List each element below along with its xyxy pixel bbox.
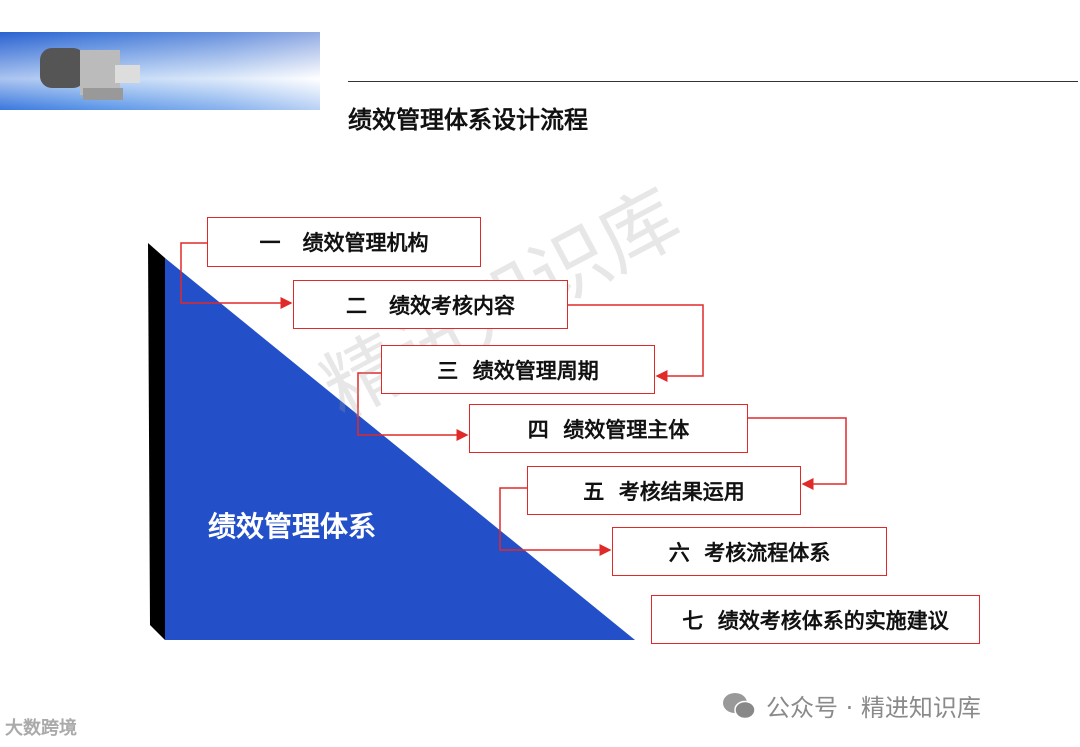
step-box-2: 二 绩效考核内容: [293, 280, 568, 329]
wechat-icon: [723, 692, 756, 719]
step-box-4: 四 绩效管理主体: [469, 404, 748, 453]
brand-text: 大数跨境: [5, 718, 77, 739]
system-label: 绩效管理体系: [208, 510, 377, 543]
header-banner-image: [0, 32, 320, 110]
connector-4-5: [748, 417, 847, 490]
step-box-5: 五 考核结果运用: [527, 466, 801, 515]
brand-logo: 大数跨境: [5, 714, 77, 740]
step-box-7: 七 绩效考核体系的实施建议: [651, 595, 980, 644]
step-box-6: 六 考核流程体系: [612, 527, 887, 576]
page-title: 绩效管理体系设计流程: [348, 106, 588, 134]
connector-3-4: [357, 372, 469, 441]
connector-5-6: [499, 487, 612, 556]
step-box-3: 三 绩效管理周期: [381, 345, 655, 394]
triangle: [165, 258, 635, 640]
wechat-account-label: 公众号 · 精进知识库: [722, 688, 981, 723]
header-divider: [348, 81, 1078, 82]
connector-2-3: [568, 304, 704, 382]
step-box-1: 一 绩效管理机构: [207, 217, 481, 267]
connector-1-2: [180, 242, 293, 309]
motor-image: [40, 48, 140, 100]
wechat-text: 公众号 · 精进知识库: [766, 694, 981, 722]
triangle-shadow: [148, 243, 165, 640]
